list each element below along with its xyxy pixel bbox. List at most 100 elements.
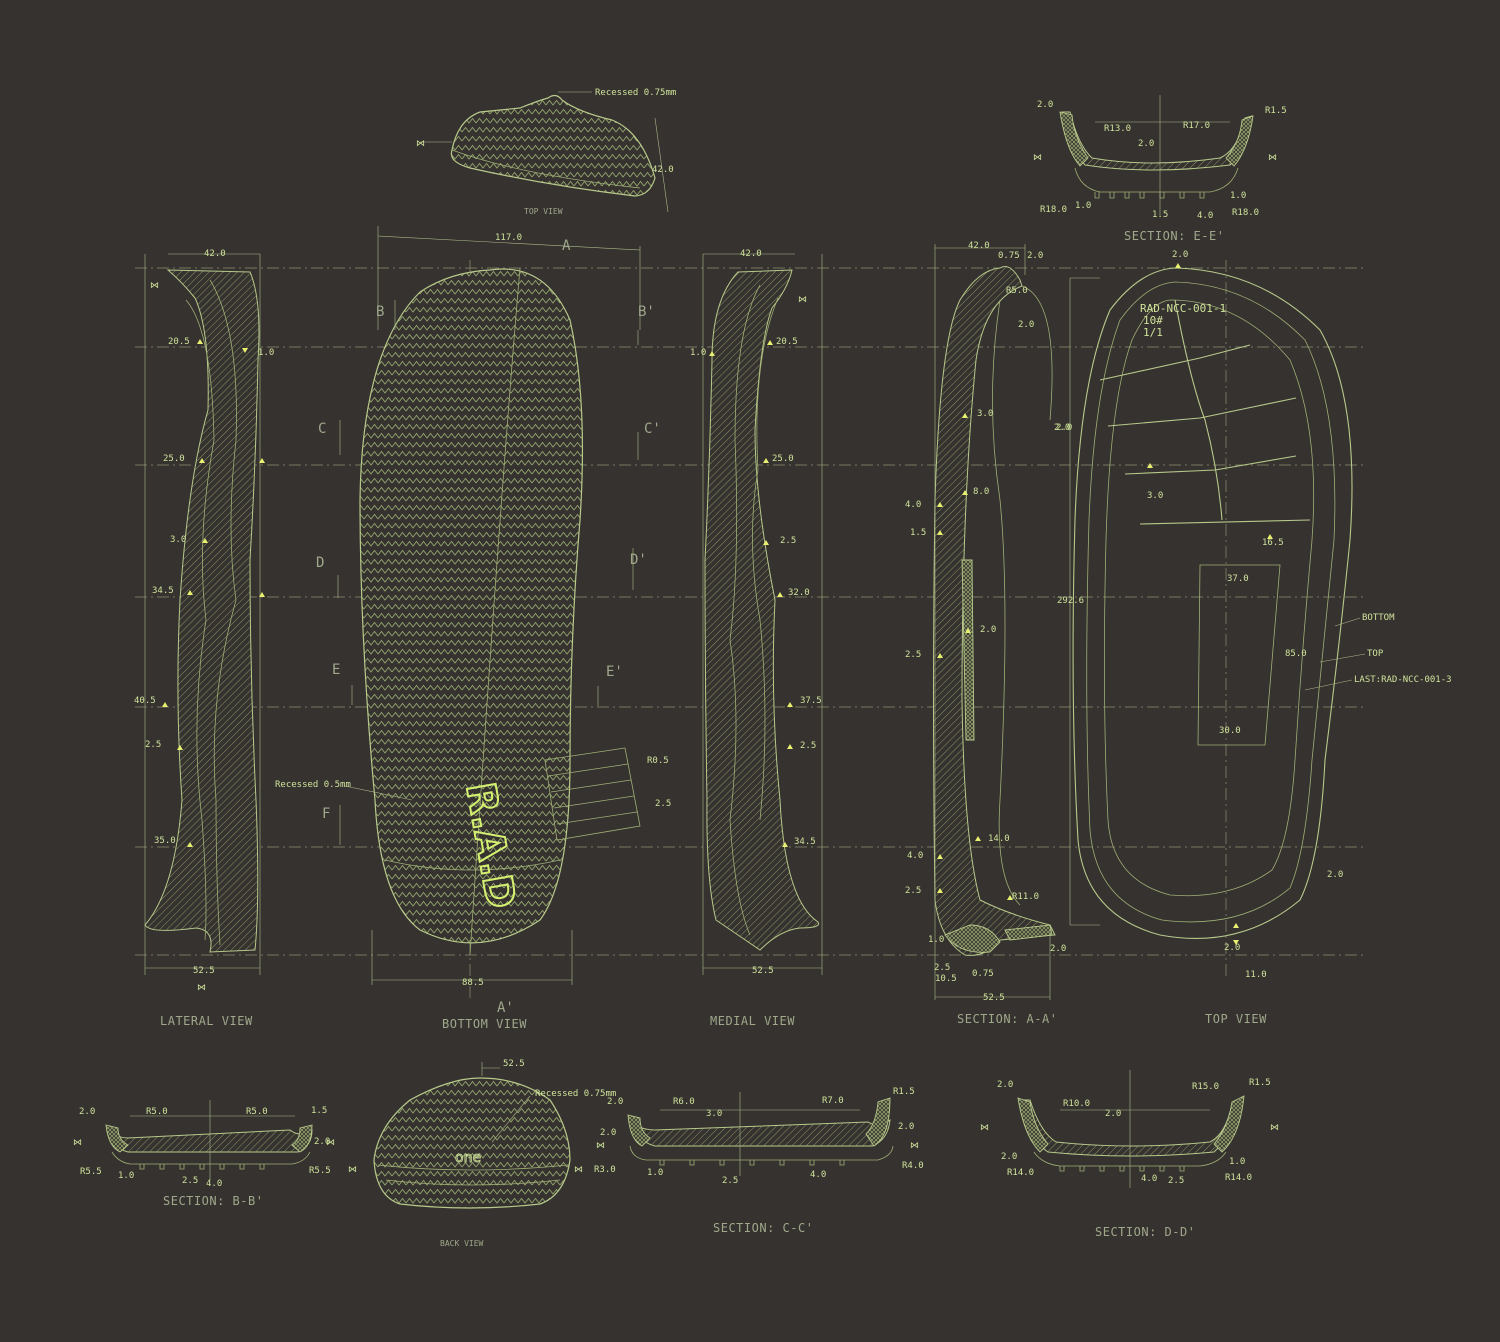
- svg-text:2.0: 2.0: [1105, 1109, 1121, 1119]
- svg-text:C': C': [644, 421, 661, 437]
- model-size: 10#: [1143, 314, 1163, 327]
- svg-text:R14.0: R14.0: [1225, 1173, 1252, 1183]
- svg-text:3.0: 3.0: [170, 535, 186, 545]
- svg-text:11.0: 11.0: [1245, 970, 1267, 980]
- svg-text:B': B': [638, 304, 655, 320]
- dim-top-width: 42.0: [652, 165, 674, 175]
- svg-text:2.0: 2.0: [1018, 320, 1034, 330]
- svg-text:4.0: 4.0: [1141, 1174, 1157, 1184]
- svg-text:1.0: 1.0: [1075, 201, 1091, 211]
- svg-text:0.75: 0.75: [972, 969, 994, 979]
- svg-text:⋈: ⋈: [1033, 153, 1042, 163]
- section-bb-title: SECTION: B-B': [163, 1194, 263, 1208]
- insole-slots: [1099, 299, 1311, 746]
- svg-text:BOTTOM: BOTTOM: [1362, 613, 1395, 623]
- svg-text:52.5: 52.5: [983, 993, 1005, 1003]
- svg-text:2.5: 2.5: [722, 1176, 738, 1186]
- svg-text:117.0: 117.0: [495, 233, 522, 243]
- svg-text:2.0: 2.0: [1172, 250, 1188, 260]
- svg-text:2.0: 2.0: [980, 625, 996, 635]
- svg-text:2.5: 2.5: [655, 799, 671, 809]
- svg-text:TOP: TOP: [1367, 649, 1384, 659]
- rib-detail: R0.5 2.5: [544, 747, 671, 841]
- section-aa-view: 42.0 0.75 2.0 R5.0 2.0 3.0 4.0 8.0 1.5 2…: [905, 241, 1072, 1026]
- svg-text:R1.5: R1.5: [1249, 1078, 1271, 1088]
- svg-text:LAST:RAD-NCC-001-3: LAST:RAD-NCC-001-3: [1354, 675, 1452, 685]
- medial-view: 42.0 52.5 20.5 1.0 25.0 2.5 32.0 37.5 2.…: [690, 249, 823, 1028]
- svg-text:35.0: 35.0: [154, 836, 176, 846]
- svg-text:2.0: 2.0: [1056, 423, 1072, 433]
- svg-text:52.5: 52.5: [193, 966, 215, 976]
- svg-text:2.5: 2.5: [145, 740, 161, 750]
- svg-text:R11.0: R11.0: [1012, 892, 1039, 902]
- section-bb-view: 2.0 R5.0 R5.0 1.5 2.0 R5.5 1.0 2.5 4.0 R…: [73, 1100, 335, 1208]
- svg-text:2.0: 2.0: [79, 1107, 95, 1117]
- svg-text:2.5: 2.5: [905, 650, 921, 660]
- svg-text:R18.0: R18.0: [1232, 208, 1259, 218]
- svg-text:3.0: 3.0: [1147, 491, 1163, 501]
- svg-text:292.6: 292.6: [1057, 596, 1084, 606]
- model-code: RAD-NCC-001-1: [1140, 302, 1226, 315]
- svg-text:A': A': [497, 1000, 514, 1016]
- svg-text:2.5: 2.5: [780, 536, 796, 546]
- section-ee-view: 2.0 R13.0 R17.0 R1.5 2.0 R18.0 1.0 1.5 4…: [1033, 95, 1287, 243]
- model-ratio: 1/1: [1143, 326, 1163, 339]
- svg-text:R7.0: R7.0: [822, 1096, 844, 1106]
- svg-text:2.5: 2.5: [905, 886, 921, 896]
- svg-text:R5.5: R5.5: [80, 1167, 102, 1177]
- svg-text:R13.0: R13.0: [1104, 124, 1131, 134]
- lateral-view-title: LATERAL VIEW: [160, 1014, 253, 1028]
- note-recessed-back: Recessed 0.75mm: [535, 1089, 616, 1099]
- svg-text:4.0: 4.0: [206, 1179, 222, 1189]
- svg-text:⋈: ⋈: [910, 1141, 919, 1151]
- svg-text:⋈: ⋈: [1268, 153, 1277, 163]
- svg-text:20.5: 20.5: [776, 337, 798, 347]
- svg-text:⋈: ⋈: [798, 295, 807, 305]
- svg-text:2.0: 2.0: [600, 1128, 616, 1138]
- top-view: RAD-NCC-001-1 10# 1/1 2.0 2.0 3.0 16.5 3…: [1054, 250, 1452, 1026]
- svg-text:⋈: ⋈: [197, 983, 206, 993]
- svg-text:1.0: 1.0: [1229, 1157, 1245, 1167]
- svg-text:25.0: 25.0: [163, 454, 185, 464]
- svg-text:4.0: 4.0: [1197, 211, 1213, 221]
- svg-text:85.0: 85.0: [1285, 649, 1307, 659]
- svg-text:1.0: 1.0: [928, 935, 944, 945]
- svg-text:⋈: ⋈: [326, 1138, 335, 1148]
- svg-text:⋈: ⋈: [150, 281, 159, 291]
- svg-text:2.0: 2.0: [1050, 944, 1066, 954]
- section-dd-title: SECTION: D-D': [1095, 1225, 1195, 1239]
- svg-text:⋈: ⋈: [574, 1165, 583, 1175]
- svg-text:34.5: 34.5: [794, 837, 816, 847]
- svg-text:2.0: 2.0: [1327, 870, 1343, 880]
- svg-text:42.0: 42.0: [968, 241, 990, 251]
- back-logo: one: [455, 1150, 481, 1166]
- svg-text:R5.0: R5.0: [1006, 286, 1028, 296]
- svg-text:2.0: 2.0: [1001, 1152, 1017, 1162]
- svg-text:1.5: 1.5: [1152, 210, 1168, 220]
- svg-text:R5.0: R5.0: [246, 1107, 268, 1117]
- svg-text:R14.0: R14.0: [1007, 1168, 1034, 1178]
- svg-text:1.0: 1.0: [647, 1168, 663, 1178]
- svg-text:R1.5: R1.5: [1265, 106, 1287, 116]
- svg-text:2.0: 2.0: [1224, 943, 1240, 953]
- svg-text:⋈: ⋈: [348, 1165, 357, 1175]
- svg-text:2.5: 2.5: [182, 1176, 198, 1186]
- svg-text:R10.0: R10.0: [1063, 1099, 1090, 1109]
- svg-text:1.0: 1.0: [1230, 191, 1246, 201]
- svg-text:D: D: [316, 555, 324, 571]
- svg-text:1.5: 1.5: [311, 1106, 327, 1116]
- svg-text:0.75: 0.75: [998, 251, 1020, 261]
- svg-text:32.0: 32.0: [788, 588, 810, 598]
- svg-text:3.0: 3.0: [706, 1109, 722, 1119]
- top-small-view: Recessed 0.75mm ⋈ 42.0 TOP VIEW: [416, 88, 676, 216]
- back-view: one 52.5 Recessed 0.75mm ⋈ ⋈ BACK VIEW: [348, 1059, 616, 1248]
- svg-text:4.0: 4.0: [905, 500, 921, 510]
- svg-text:⋈: ⋈: [73, 1138, 82, 1148]
- section-dd-view: 2.0 R10.0 2.0 R15.0 R1.5 2.0 R14.0 4.0 2…: [980, 1070, 1279, 1239]
- svg-text:F: F: [322, 806, 330, 822]
- svg-text:30.0: 30.0: [1219, 726, 1241, 736]
- section-ee-title: SECTION: E-E': [1124, 229, 1224, 243]
- svg-text:R0.5: R0.5: [647, 756, 669, 766]
- svg-text:E: E: [332, 662, 340, 678]
